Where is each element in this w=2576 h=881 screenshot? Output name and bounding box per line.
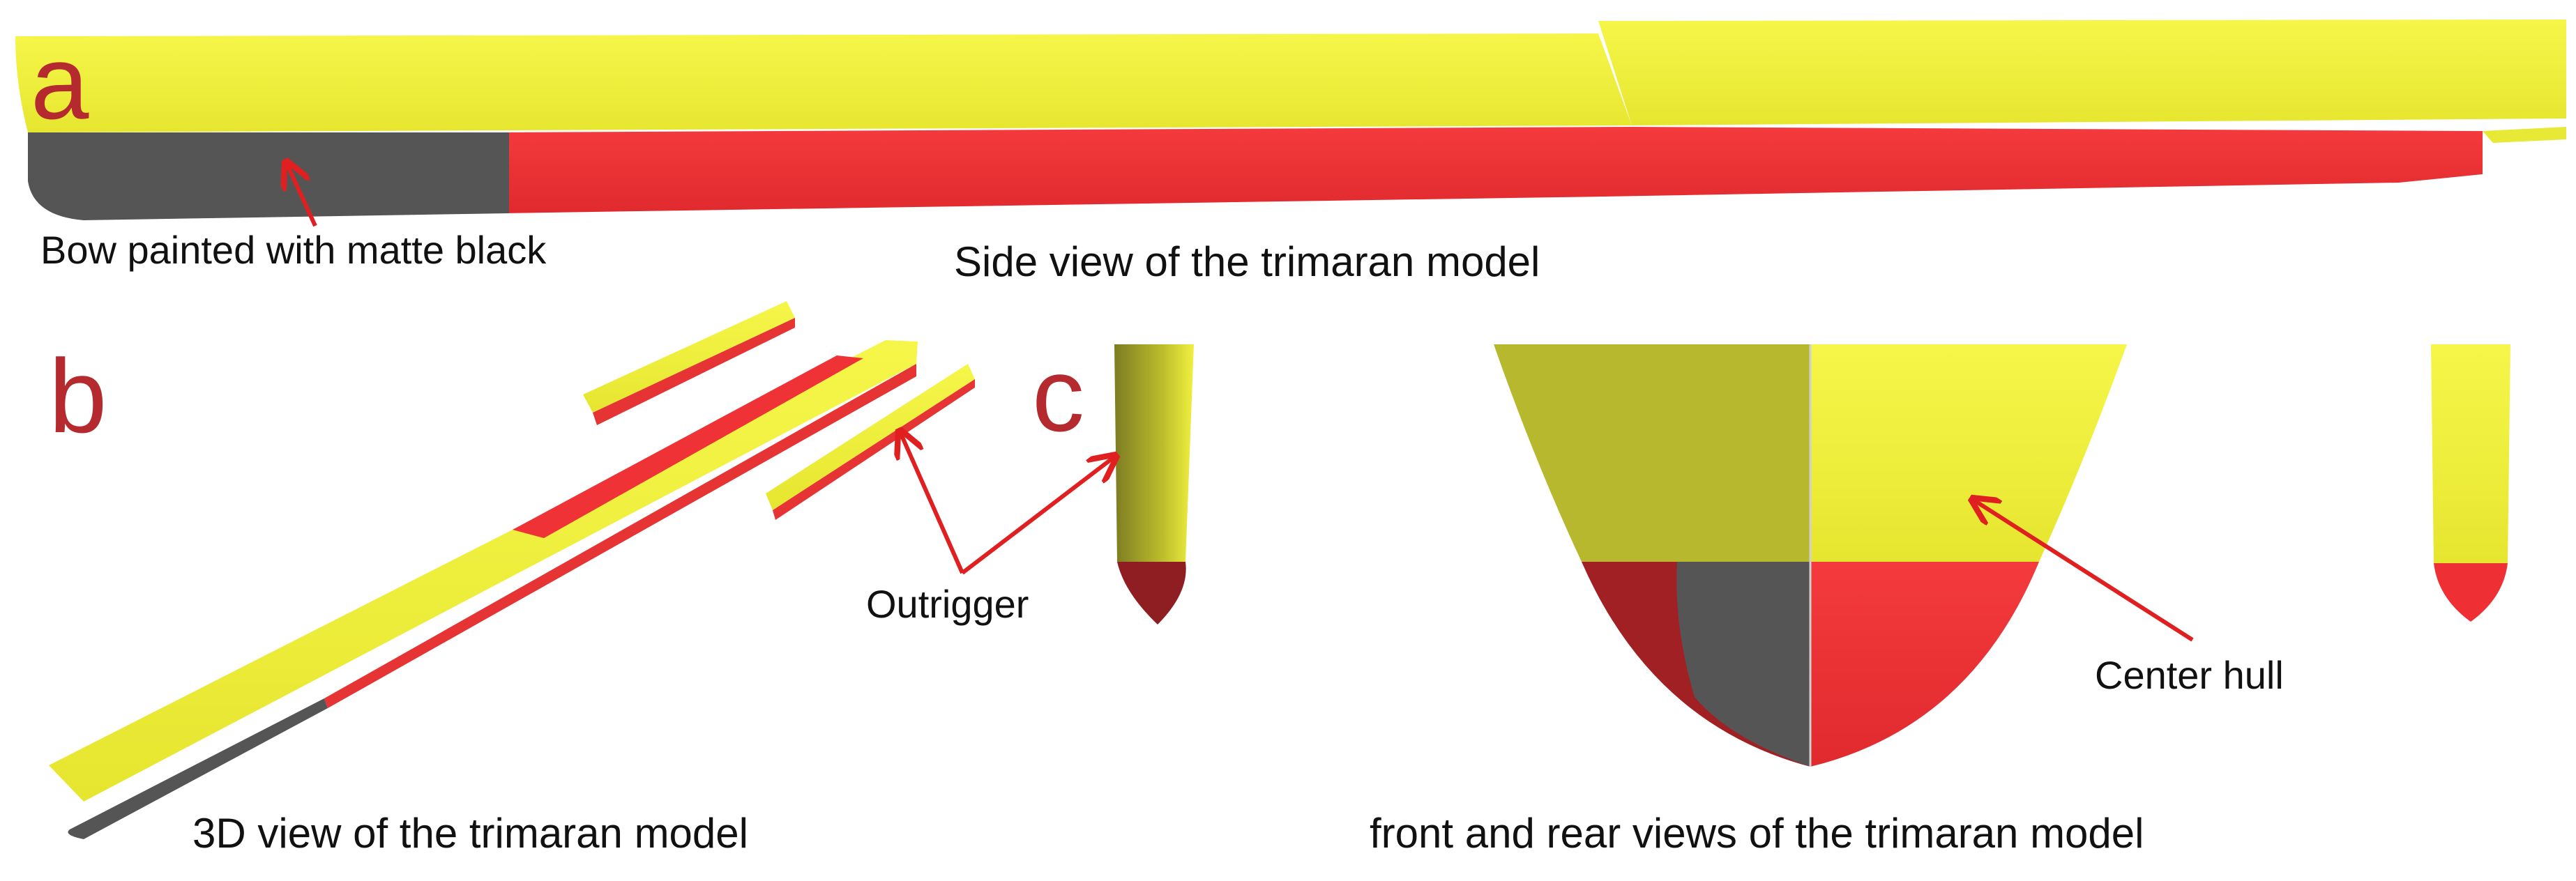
3d-center-deck: [49, 340, 918, 802]
caption-3d-view: 3D view of the trimaran model: [192, 810, 748, 857]
caption-front-rear-view: front and rear views of the trimaran mod…: [1370, 810, 2144, 857]
3d-cockpit: [513, 355, 863, 538]
center-hull-red-right: [1810, 562, 2039, 767]
outrigger-annotation: Outrigger: [866, 582, 1029, 626]
panel-a-side-view: a Bow painted with matte black Side view…: [15, 20, 2566, 285]
panel-b-3d-view: b 3D view of the trimaran model: [49, 301, 975, 857]
center-hull-yellow-right: [1810, 344, 2127, 562]
panel-letter-a: a: [31, 24, 89, 141]
outrigger-arrow-2: [961, 456, 1116, 575]
side-hull-red: [502, 127, 2483, 213]
side-main-deck: [15, 33, 1632, 132]
outrigger-rear-red: [2434, 563, 2508, 622]
outrigger-rear-yellow: [2431, 344, 2510, 563]
center-hull-yellow-left: [1494, 344, 1810, 562]
panel-c-front-rear-views: c Outrigger Center hull front and rear v…: [866, 336, 2510, 857]
caption-side-view: Side view of the trimaran model: [954, 238, 1540, 285]
3d-center-red-side: [324, 364, 916, 708]
bow-arrow: [286, 162, 317, 227]
side-rear-deck: [1598, 20, 2566, 125]
panel-letter-b: b: [49, 337, 107, 454]
bow-annotation: Bow painted with matte black: [40, 228, 547, 272]
side-stern-step: [2483, 127, 2566, 143]
outrigger-arrow-1: [900, 431, 964, 574]
3d-center-bow-gray: [68, 698, 328, 839]
side-bow-gray: [28, 132, 509, 220]
3d-outrigger-upper-top: [583, 301, 795, 413]
3d-outrigger-upper-side: [593, 318, 795, 425]
3d-outrigger-lower-top: [766, 364, 975, 510]
outrigger-front-red: [1117, 562, 1186, 625]
3d-outrigger-lower-side: [773, 379, 975, 520]
center-hull-annotation: Center hull: [2095, 653, 2284, 697]
center-hull-arrow: [1972, 499, 2194, 642]
panel-letter-c: c: [1032, 336, 1084, 453]
outrigger-front-yellow: [1114, 344, 1194, 562]
center-hull-gray-bow: [1676, 562, 1810, 767]
